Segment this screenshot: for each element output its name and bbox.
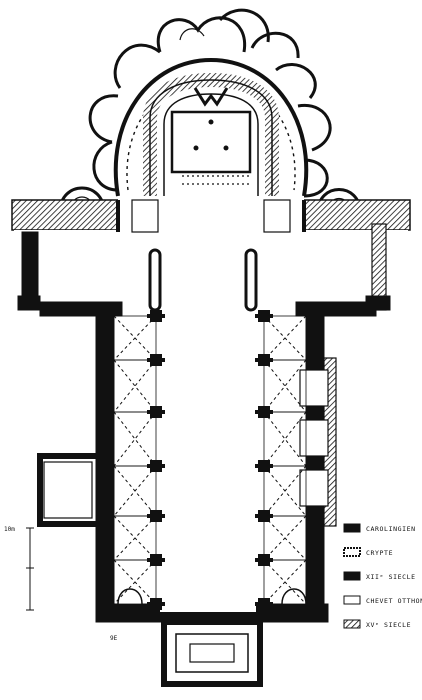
legend-item: CAROLINGIEN [343,523,416,533]
legend-item: CRYPTE [343,547,393,557]
vault-bay [113,359,157,413]
legend-item: CHEVET OTTHONY [343,595,422,605]
pier-respond [255,314,273,318]
legend-label: CHEVET OTTHONY [366,597,422,605]
legend-swatch [343,547,361,557]
pier-respond [255,558,273,562]
pier-respond [255,514,273,518]
transept [11,196,411,311]
vault-bay [113,315,157,361]
legend-item: XVᵉ SIECLE [343,619,411,629]
legend-item: XIIᵉ SIECLE [343,571,416,581]
vault-bay [113,465,157,517]
vault-bay [113,559,157,605]
pier-respond [147,602,165,606]
chevet [58,8,362,219]
legend: CAROLINGIEN CRYPTE XIIᵉ SIECLE CHEVET OTTHO… [343,523,422,629]
legend-label: XIIᵉ SIECLE [366,573,416,581]
pier-respond [147,410,165,414]
legend-label: CAROLINGIEN [366,525,416,533]
legend-label: XVᵉ SIECLE [366,621,411,629]
pier-respond [255,410,273,414]
pier-respond [147,464,165,468]
pier-respond [255,464,273,468]
aisle-bays [113,310,307,610]
nave-walls [37,301,377,687]
legend-swatch [343,571,361,581]
vault-bay [113,411,157,467]
pier-respond [147,314,165,318]
vault-bay [263,515,307,561]
legend-swatch [343,619,361,629]
pier-respond [255,602,273,606]
vault-bay [113,515,157,561]
nave-arcades [148,248,258,612]
scale-bar: 10m [4,526,34,611]
scale-label: 10m [4,526,15,533]
legend-swatch [343,595,361,605]
pier-respond [147,358,165,362]
legend-swatch [343,523,361,533]
vault-bay [263,315,307,361]
vault-bay [263,559,307,605]
legend-label: CRYPTE [366,549,393,557]
pier-respond [255,358,273,362]
pier-respond [147,558,165,562]
north-marker: 9E [110,635,118,642]
pier-respond [147,514,165,518]
